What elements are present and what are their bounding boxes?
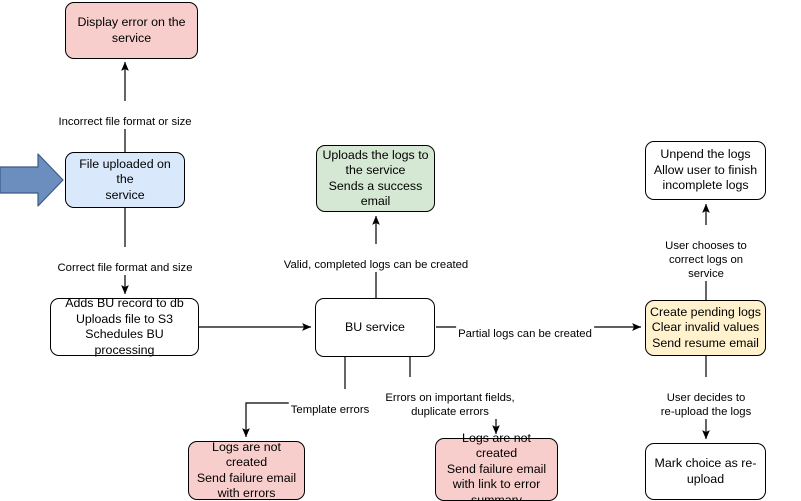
node-uploads-logs[interactable]: Uploads the logs to the service Sends a … bbox=[316, 145, 435, 212]
node-mark-choice-label: Mark choice as re- upload bbox=[654, 456, 757, 486]
edge-label-correct-format-text: Correct file format and size bbox=[57, 262, 193, 274]
edge-label-errors-important-fields-text: Errors on important fields, duplicate er… bbox=[385, 392, 515, 418]
edge-label-incorrect-format-text: Incorrect file format or size bbox=[58, 116, 192, 128]
node-create-pending-logs-label: Create pending logs Clear invalid values… bbox=[650, 304, 761, 350]
edge-label-template-errors-text: Template errors bbox=[290, 404, 370, 416]
edge-label-errors-important-fields: Errors on important fields, duplicate er… bbox=[383, 377, 517, 419]
node-logs-not-created-fields[interactable]: Logs are not created Send failure email … bbox=[435, 431, 558, 501]
node-adds-bu-record-label: Adds BU record to db Uploads file to S3 … bbox=[65, 296, 184, 357]
node-file-uploaded-label: File uploaded on the service bbox=[79, 156, 171, 202]
node-file-uploaded[interactable]: File uploaded on the service bbox=[65, 152, 185, 208]
node-uploads-logs-label: Uploads the logs to the service Sends a … bbox=[322, 147, 429, 209]
edge-label-partial-logs: Partial logs can be created bbox=[456, 313, 594, 341]
edge-label-template-errors: Template errors bbox=[288, 389, 372, 417]
edge-label-partial-logs-text: Partial logs can be created bbox=[458, 328, 592, 340]
edge-label-user-corrects: User chooses to correct logs on service bbox=[658, 225, 754, 281]
node-unpend-logs[interactable]: Unpend the logs Allow user to finish inc… bbox=[645, 141, 766, 200]
node-display-error[interactable]: Display error on the service bbox=[65, 2, 198, 59]
node-logs-not-created-template[interactable]: Logs are not created Send failure email … bbox=[188, 439, 305, 501]
node-bu-service-label: BU service bbox=[345, 319, 405, 334]
edge-label-valid-completed-text: Valid, completed logs can be created bbox=[283, 259, 469, 271]
edge-label-correct-format: Correct file format and size bbox=[55, 247, 195, 275]
edge-label-user-reupload-text: User decides to re-upload the logs bbox=[660, 392, 752, 418]
edge-label-valid-completed: Valid, completed logs can be created bbox=[281, 244, 471, 272]
node-bu-service[interactable]: BU service bbox=[315, 298, 435, 357]
node-adds-bu-record[interactable]: Adds BU record to db Uploads file to S3 … bbox=[50, 296, 199, 357]
node-logs-not-created-fields-label: Logs are not created Send failure email … bbox=[446, 430, 547, 501]
node-logs-not-created-template-label: Logs are not created Send failure email … bbox=[196, 439, 297, 501]
entry-arrow-icon bbox=[0, 153, 64, 207]
edge-label-incorrect-format: Incorrect file format or size bbox=[56, 101, 194, 129]
node-create-pending-logs[interactable]: Create pending logs Clear invalid values… bbox=[645, 300, 766, 356]
node-mark-choice[interactable]: Mark choice as re- upload bbox=[645, 443, 766, 500]
edge-label-user-corrects-text: User chooses to correct logs on service bbox=[665, 240, 747, 280]
node-display-error-label: Display error on the service bbox=[77, 15, 186, 45]
node-unpend-logs-label: Unpend the logs Allow user to finish inc… bbox=[653, 147, 758, 193]
edge-label-user-reupload: User decides to re-upload the logs bbox=[658, 377, 754, 419]
